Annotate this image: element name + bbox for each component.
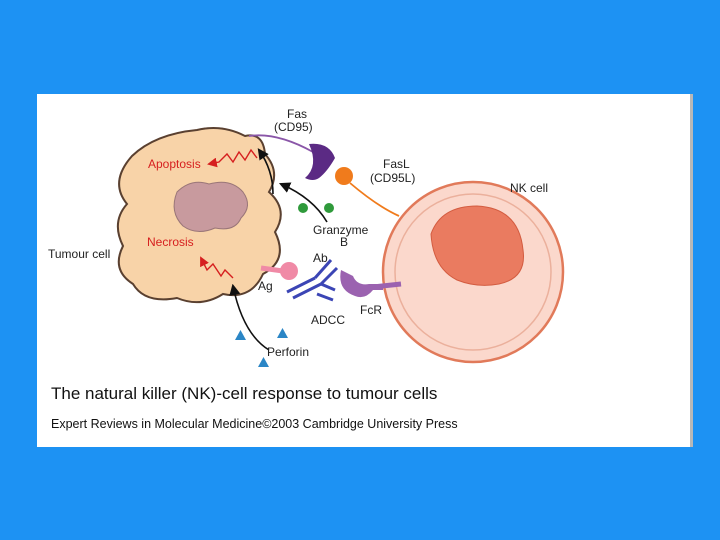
figure-panel: Fas (CD95) FasL (CD95L) NK cell Apoptosi… <box>37 94 693 447</box>
tumour-cell-label: Tumour cell <box>48 247 110 261</box>
granzyme-dot <box>324 203 334 213</box>
perforin-label: Perforin <box>267 345 309 359</box>
granzyme-dot <box>298 203 308 213</box>
adcc-label: ADCC <box>311 313 345 327</box>
cd95l-label: (CD95L) <box>370 171 415 185</box>
apoptosis-arrow <box>207 148 258 168</box>
necrosis-label: Necrosis <box>147 235 194 249</box>
granzyme-arrow <box>278 182 328 223</box>
granzyme-label: Granzyme <box>313 223 369 237</box>
fcr-label: FcR <box>360 303 382 317</box>
perforin-triangle <box>277 328 288 338</box>
cd95-label: (CD95) <box>274 120 313 134</box>
antigen <box>280 262 298 280</box>
fasl-ligand <box>335 167 353 185</box>
fas-tether <box>248 134 314 153</box>
fas-label: Fas <box>287 107 307 121</box>
necrosis-arrow <box>200 256 234 279</box>
perforin-triangle <box>258 357 269 367</box>
tumour-nucleus <box>173 181 248 232</box>
nk-cell-inner-ring <box>394 193 552 351</box>
antibody <box>286 259 339 302</box>
fcr-tether <box>372 281 402 290</box>
ab-label: Ab <box>313 251 328 265</box>
nk-cell-label: NK cell <box>510 181 548 195</box>
fas-receptor <box>305 143 335 180</box>
nk-cell-diagram: Fas (CD95) FasL (CD95L) NK cell Apoptosi… <box>48 107 565 367</box>
fas-signal-arrow <box>257 148 274 195</box>
caption-credit: Expert Reviews in Molecular Medicine©200… <box>51 417 458 431</box>
nk-nucleus <box>430 205 524 286</box>
panel-border <box>690 94 693 447</box>
granzyme-b-label: B <box>340 235 348 249</box>
perforin-arrow <box>229 283 270 351</box>
fc-receptor <box>340 270 383 298</box>
fasl-tether <box>349 182 400 217</box>
perforin-triangle <box>235 330 246 340</box>
apoptosis-label: Apoptosis <box>148 157 201 171</box>
ag-label: Ag <box>258 279 273 293</box>
antigen-tether <box>260 265 284 274</box>
fasl-label: FasL <box>383 157 410 171</box>
caption-title: The natural killer (NK)-cell response to… <box>51 384 438 403</box>
